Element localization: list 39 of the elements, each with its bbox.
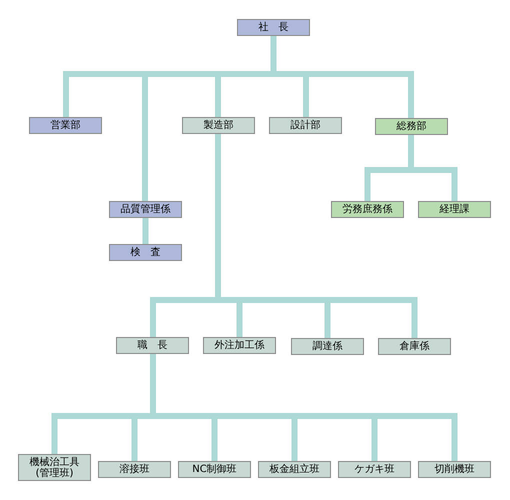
org-label: NC制御班 xyxy=(192,464,237,475)
org-label: 労務庶務係 xyxy=(342,204,392,215)
org-box xyxy=(338,461,411,478)
org-label: 外注加工係 xyxy=(214,340,264,351)
org-label: 営業部 xyxy=(50,120,80,131)
org-label: 倉庫係 xyxy=(400,341,430,352)
org-label: 調達係 xyxy=(312,341,342,352)
org-box xyxy=(109,201,182,218)
org-box xyxy=(237,19,310,36)
org-box xyxy=(291,338,364,355)
org-box xyxy=(116,337,189,354)
org-box xyxy=(418,201,491,218)
org-label: 設計部 xyxy=(290,120,320,131)
org-label: 溶接班 xyxy=(120,464,150,475)
org-label: 品質管理係 xyxy=(120,204,170,215)
org-label: 経理課 xyxy=(440,204,470,215)
org-label: 社 長 xyxy=(258,22,288,33)
org-label: 板金組立班 xyxy=(270,464,320,475)
org-box xyxy=(29,117,102,134)
org-box xyxy=(378,338,451,355)
connector-line xyxy=(142,218,148,244)
org-box xyxy=(203,337,276,354)
org-box xyxy=(269,117,342,134)
org-box xyxy=(98,461,171,478)
org-label: 検 査 xyxy=(130,247,160,258)
org-box xyxy=(258,461,331,478)
org-label: 職 長 xyxy=(138,340,168,351)
org-label: 総務部 xyxy=(396,121,426,132)
org-box xyxy=(18,454,91,481)
org-label: 製造部 xyxy=(204,120,234,131)
org-box xyxy=(418,461,491,478)
org-box xyxy=(375,118,448,135)
org-box xyxy=(182,117,255,134)
org-box xyxy=(331,201,404,218)
org-label: ケガキ班 xyxy=(354,464,394,475)
org-label: 機械治工具(管理班) xyxy=(28,456,80,478)
org-box xyxy=(109,244,182,261)
org-label: 切削機班 xyxy=(434,464,474,475)
org-box xyxy=(178,461,251,478)
